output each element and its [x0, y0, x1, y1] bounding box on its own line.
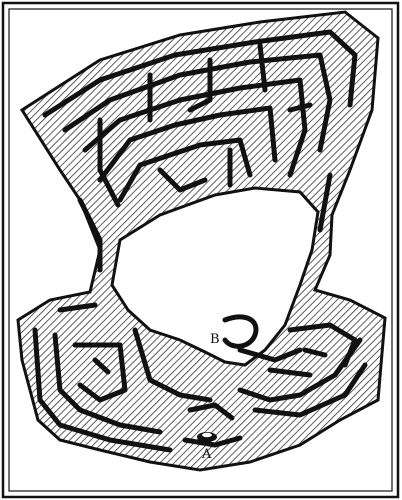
- label-b: B: [210, 332, 220, 347]
- point-a-marker: [197, 432, 217, 442]
- label-a: A: [201, 447, 212, 462]
